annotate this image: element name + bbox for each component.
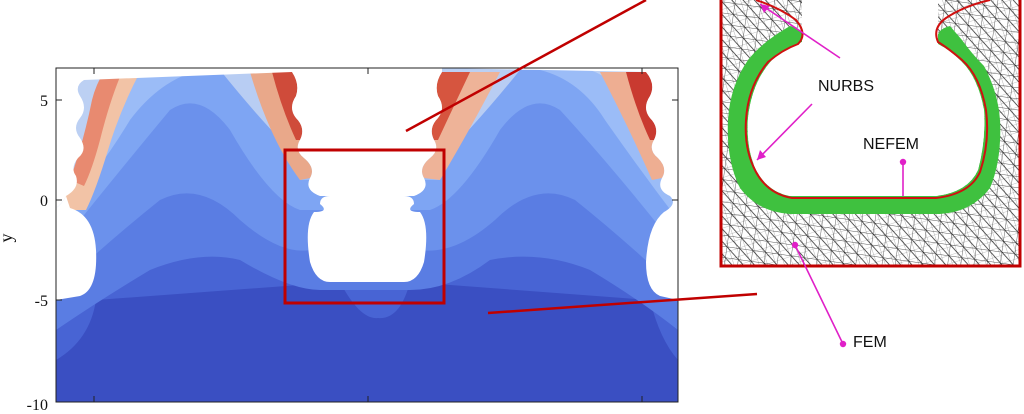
- y-tick-label: -5: [35, 293, 48, 310]
- leader-nurbs-1: [759, 3, 841, 59]
- nefem-band: [727, 26, 1001, 214]
- nurbs-boundary: [744, 0, 991, 199]
- leader-nurbs-2: [756, 103, 813, 161]
- slot-center: [307, 196, 427, 282]
- zoom-connectors: [405, 0, 758, 315]
- y-tick-label: -10: [27, 397, 48, 414]
- warm-fringe-left-2: [70, 72, 122, 186]
- tick-marks: [56, 68, 678, 402]
- inset-frame: [719, 0, 1022, 268]
- connector-top: [405, 0, 647, 133]
- slot-right: [646, 196, 678, 300]
- warm-fringe-center-left: [250, 72, 312, 180]
- leader-dots: [791, 158, 907, 348]
- top-gap-left: [56, 68, 292, 208]
- nurbs-label: NURBS: [818, 78, 874, 95]
- mesh-inset: NURBS NEFEM FEM: [719, 0, 1022, 351]
- zoom-box: [283, 148, 446, 305]
- y-tick-labels: 5 0 -5 -10: [27, 93, 48, 414]
- top-gap-right: [442, 68, 678, 196]
- leader-arrowheads: [757, 4, 770, 160]
- slot-left: [56, 196, 97, 300]
- nefem-label: NEFEM: [863, 136, 919, 153]
- warm-fringe-right-2: [626, 72, 657, 140]
- axes-frame: [55, 67, 679, 403]
- y-axis-label: y: [0, 234, 16, 243]
- connector-bottom: [487, 292, 758, 315]
- y-tick-label: 5: [40, 93, 48, 110]
- slot-interior: [747, 0, 985, 196]
- contour-plot: 5 0 -5 -10 y: [0, 67, 679, 414]
- leader-fem: [794, 244, 844, 345]
- top-gap-center: [292, 68, 442, 196]
- fem-label: FEM: [853, 334, 887, 351]
- annotations: [756, 3, 904, 345]
- y-tick-label: 0: [40, 193, 48, 210]
- warm-fringe-center-left-2: [272, 72, 303, 140]
